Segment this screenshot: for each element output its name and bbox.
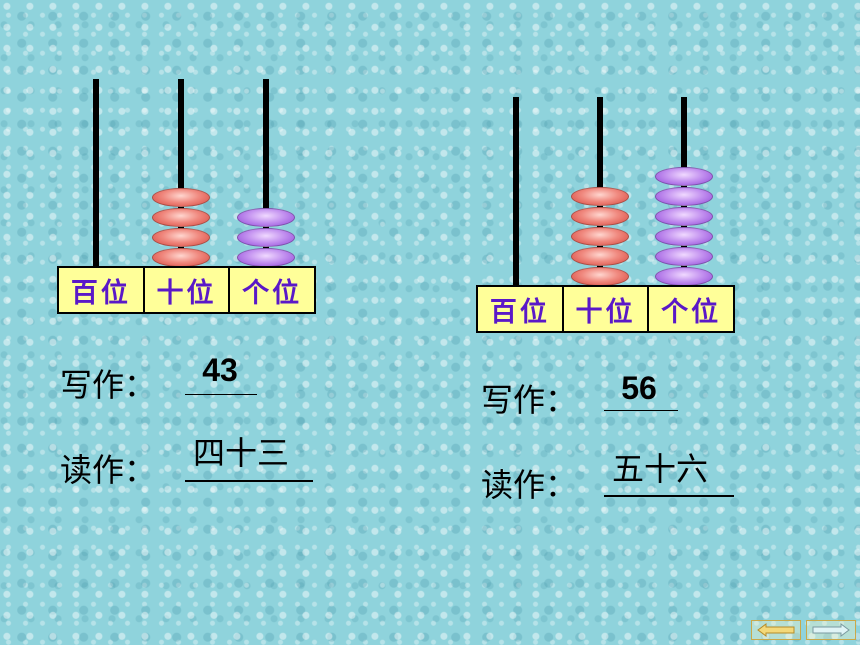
left-hundreds-label: 百位 <box>70 277 131 309</box>
right-ones-bead <box>655 207 713 226</box>
right-place-value-labels: 百位 十位 个位 <box>476 285 735 333</box>
left-tens-bead <box>152 248 210 267</box>
left-tens-label: 十位 <box>142 268 229 312</box>
left-read-answer: 四十三 <box>192 434 289 472</box>
right-write-blank <box>604 410 678 411</box>
left-read-blank <box>185 480 313 482</box>
right-tens-label: 十位 <box>561 287 648 331</box>
left-write-label: 写作： <box>60 366 157 404</box>
right-written-answer: 56 <box>621 370 657 406</box>
left-write-blank <box>185 394 257 395</box>
left-ones-bead <box>237 208 295 227</box>
left-tens-bead <box>152 208 210 227</box>
right-tens-bead <box>571 187 629 206</box>
arrow-right-icon <box>811 623 851 637</box>
right-tens-bead <box>571 207 629 226</box>
left-tens-rod <box>178 79 184 268</box>
right-read-label: 读作： <box>481 466 578 504</box>
left-tens-bead <box>152 188 210 207</box>
left-ones-bead <box>237 228 295 247</box>
right-ones-label: 个位 <box>647 287 733 331</box>
left-ones-bead <box>237 248 295 267</box>
left-ones-label: 个位 <box>228 268 314 312</box>
left-hundreds-rod <box>93 79 99 268</box>
right-ones-bead <box>655 227 713 246</box>
left-tens-bead <box>152 228 210 247</box>
right-ones-bead <box>655 187 713 206</box>
right-hundreds-rod <box>513 97 519 287</box>
left-place-value-labels: 百位 十位 个位 <box>57 266 316 314</box>
left-read-label: 读作： <box>60 451 157 489</box>
left-written-answer: 43 <box>202 352 238 388</box>
right-write-label: 写作： <box>481 381 578 419</box>
right-read-answer: 五十六 <box>611 450 708 488</box>
right-tens-bead <box>571 227 629 246</box>
right-ones-bead <box>655 167 713 186</box>
right-read-blank <box>604 495 734 497</box>
right-ones-bead <box>655 267 713 286</box>
back-button[interactable] <box>751 620 801 640</box>
right-tens-bead <box>571 247 629 266</box>
left-ones-rod <box>263 79 269 268</box>
forward-button[interactable] <box>806 620 856 640</box>
right-hundreds-label: 百位 <box>489 296 550 328</box>
right-tens-bead <box>571 267 629 286</box>
arrow-left-icon <box>756 623 796 637</box>
right-ones-bead <box>655 247 713 266</box>
